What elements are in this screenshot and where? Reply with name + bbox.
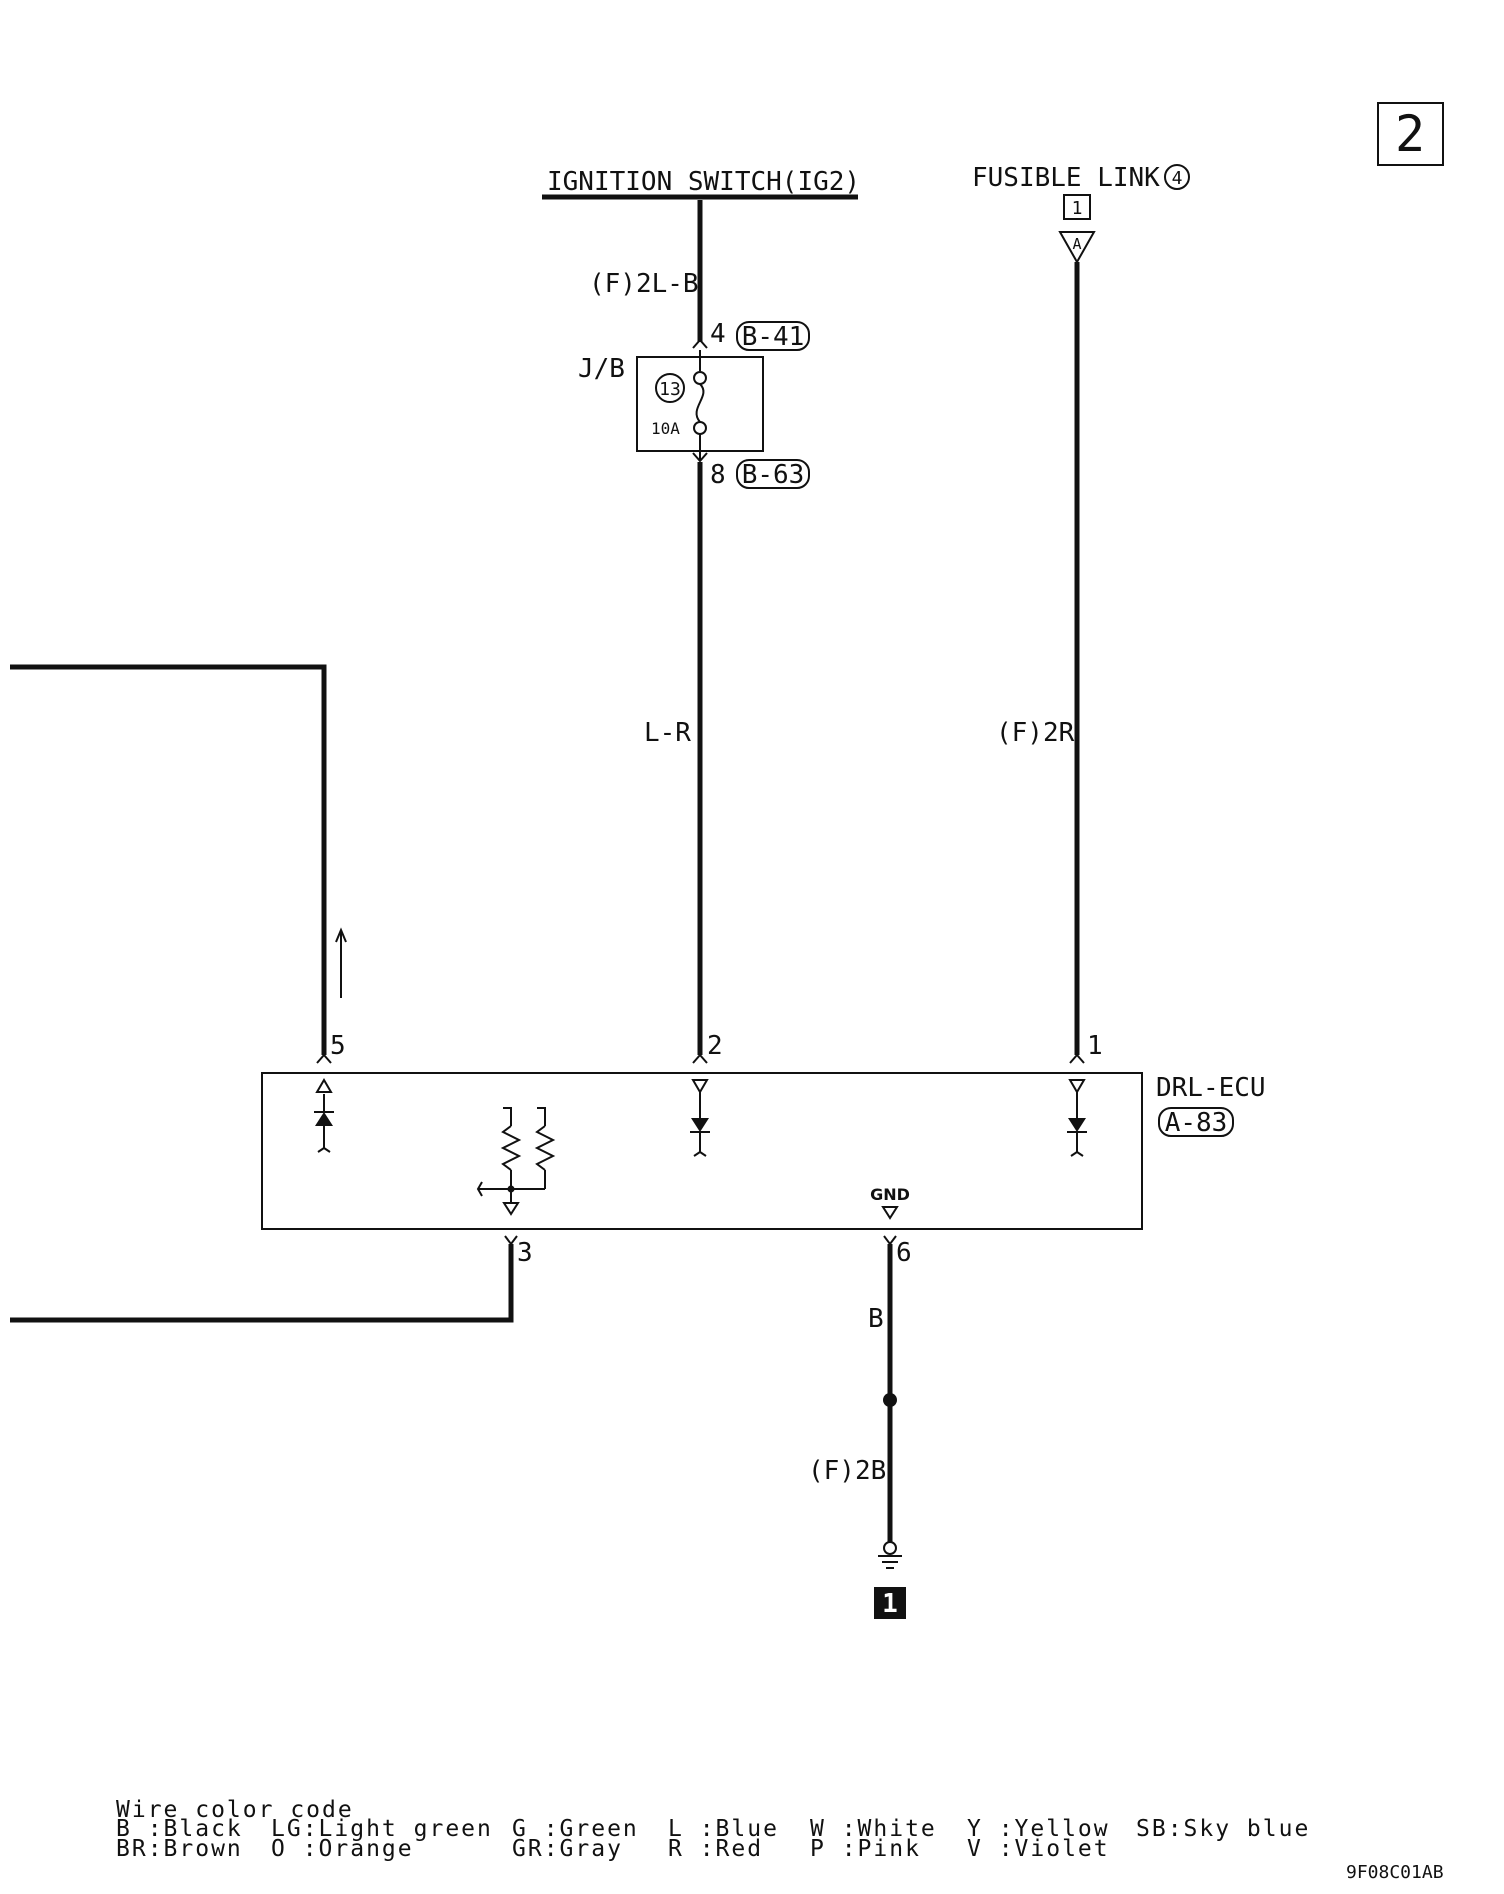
wire-pin5: [10, 664, 327, 1055]
ecu-pin-3: 3: [517, 1238, 533, 1268]
ecu-connector: A-83: [1165, 1108, 1228, 1138]
diode-icon: [690, 1079, 710, 1157]
jb-out-connector: B-63: [742, 460, 805, 490]
legend-item: P :Pink: [810, 1836, 921, 1862]
legend-item: SB:Sky blue: [1136, 1816, 1310, 1842]
fuse-number: 13: [659, 379, 681, 400]
wire-ign-color: (F)2L-B: [589, 269, 699, 299]
page-number: 2: [1395, 105, 1425, 163]
fusible-connector-letter: A: [1072, 235, 1081, 253]
wire-fusible-color: (F)2R: [996, 718, 1075, 748]
wire-gnd-color-lower: (F)2B: [808, 1456, 886, 1486]
ignition-switch-source: IGNITION SWITCH(IG2): [542, 167, 860, 200]
legend-item: Y :Yellow: [967, 1816, 1110, 1842]
legend-title: Wire color code: [116, 1797, 354, 1823]
ground-icon: 1: [874, 1541, 906, 1619]
diode-icon: [314, 1078, 334, 1153]
fusible-connector-number: 1: [1072, 198, 1083, 219]
jb-in-pin: 4: [710, 319, 726, 349]
junction-block: 4 B-41 J/B 13 10A 8 B-63: [578, 319, 810, 490]
ecu-pin-1: 1: [1087, 1031, 1103, 1061]
wire-color-legend: Wire color code B :Black LG:Light green …: [116, 1797, 1310, 1862]
ecu-pin-2: 2: [707, 1031, 723, 1061]
legend-item: R :Red: [668, 1836, 763, 1862]
legend-item: O :Orange: [271, 1836, 414, 1862]
legend-item: B :Black: [116, 1816, 243, 1842]
fusible-link-source: FUSIBLE LINK 4 1 A: [972, 163, 1190, 265]
jb-out-pin: 8: [710, 460, 726, 490]
ecu-gnd-label: GND: [870, 1185, 910, 1204]
jb-in-connector: B-41: [742, 322, 805, 352]
ignition-switch-label: IGNITION SWITCH(IG2): [547, 167, 860, 197]
wire-gnd-color-upper: B: [868, 1304, 884, 1334]
legend-item: W :White: [810, 1816, 937, 1842]
fuse-rating: 10A: [651, 419, 680, 438]
legend-item: V :Violet: [967, 1836, 1110, 1862]
legend-item: G :Green: [512, 1816, 639, 1842]
splice-point: [883, 1393, 897, 1407]
up-arrow-icon: [335, 927, 347, 998]
fusible-link-number: 4: [1172, 168, 1183, 189]
jb-label: J/B: [578, 354, 625, 384]
fusible-link-label: FUSIBLE LINK: [972, 163, 1160, 193]
figure-code: 9F08C01AB: [1346, 1862, 1444, 1883]
page-number-box: 2: [1377, 102, 1444, 166]
ecu-pin-5: 5: [330, 1031, 346, 1061]
wire-pin3: [10, 1244, 514, 1323]
drl-ecu: DRL-ECU A-83: [261, 1072, 1266, 1230]
legend-item: LG:Light green: [271, 1816, 493, 1842]
ground-ref: 1: [882, 1589, 898, 1619]
legend-item: GR:Gray: [512, 1836, 623, 1862]
legend-item: BR:Brown: [116, 1836, 243, 1862]
legend-item: L :Blue: [668, 1816, 779, 1842]
ecu-name: DRL-ECU: [1156, 1073, 1266, 1103]
ecu-pin-6: 6: [896, 1238, 912, 1268]
wire-jb-out-color: L-R: [644, 718, 691, 748]
diode-icon: [1067, 1079, 1087, 1157]
resistor-icon: [476, 1107, 556, 1216]
